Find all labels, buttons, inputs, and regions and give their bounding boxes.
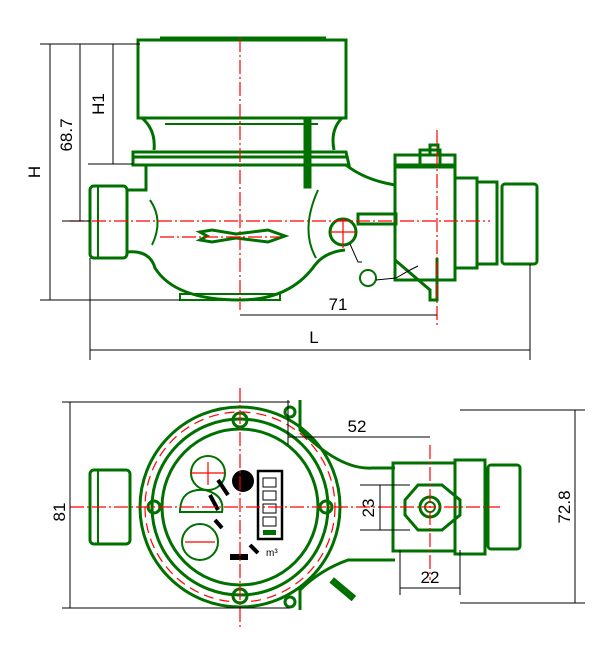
odometer-counter — [256, 469, 284, 541]
dial-unit-label: m³ — [266, 548, 278, 559]
top-centerlines — [70, 388, 500, 630]
dim-81: 81 — [50, 503, 69, 522]
dim-22: 22 — [421, 568, 440, 587]
top-view: m³ — [50, 388, 585, 630]
dim-72-8: 72.8 — [555, 490, 574, 523]
top-dimensions: 81 72.8 52 23 22 — [50, 400, 585, 609]
dial-face: m³ — [178, 455, 284, 561]
meter-flange — [131, 150, 351, 167]
star-wheel-icon — [232, 470, 254, 492]
dim-23: 23 — [359, 499, 378, 518]
side-view: H 68.7 H1 71 L — [25, 36, 539, 360]
side-centerlines — [70, 38, 490, 325]
dim-71: 71 — [329, 295, 348, 314]
dim-68-7: 68.7 — [57, 118, 76, 151]
dim-H: H — [25, 166, 44, 178]
flow-arrow-icon — [195, 228, 290, 244]
dim-L: L — [309, 328, 318, 347]
dim-52: 52 — [348, 417, 367, 436]
dim-H1: H1 — [89, 93, 108, 115]
outlet-valve — [349, 143, 539, 302]
side-dimensions: H 68.7 H1 71 L — [25, 43, 531, 360]
